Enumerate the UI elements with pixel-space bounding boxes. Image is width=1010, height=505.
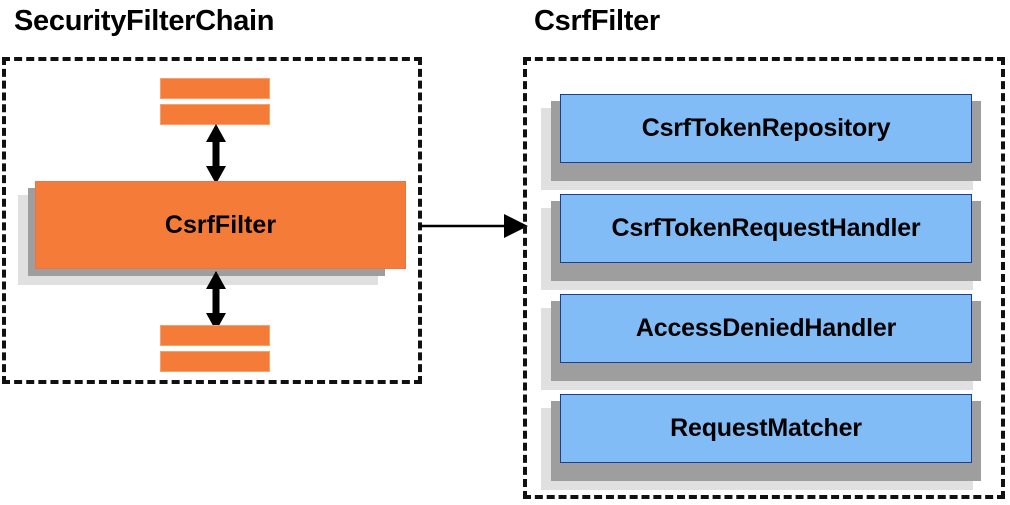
security-filter-chain-container [2,57,422,384]
collaborator-box-csrftokenrequesthandler[interactable]: CsrfTokenRequestHandler [560,194,972,263]
csrf-filter-container [523,57,1005,499]
collaborator-box-label: CsrfTokenRequestHandler [611,214,921,242]
arrow-below-csrffilter-icon [206,271,226,331]
filter-bar-above-1 [160,78,270,99]
arrow-above-csrffilter-icon [206,124,226,184]
collaborator-box-csrftokenrepository[interactable]: CsrfTokenRepository [560,94,972,163]
page-title-csrf-filter: CsrfFilter [534,5,660,37]
collaborator-box-label: RequestMatcher [670,414,862,442]
filter-bar-above-2 [160,104,270,125]
filter-bar-below-2 [160,351,270,372]
collaborator-box-label: AccessDeniedHandler [635,314,897,342]
arrow-chain-to-csrffilter-icon [420,214,528,238]
page-title-security-filter-chain: SecurityFilterChain [14,5,275,37]
collaborator-box-accessdeniedhandler[interactable]: AccessDeniedHandler [560,294,972,363]
csrffilter-box-label: CsrfFilter [164,210,277,239]
csrffilter-box[interactable]: CsrfFilter [35,181,406,269]
collaborator-box-label: CsrfTokenRepository [641,114,891,142]
collaborator-box-requestmatcher[interactable]: RequestMatcher [560,394,972,463]
filter-bar-below-1 [160,325,270,346]
